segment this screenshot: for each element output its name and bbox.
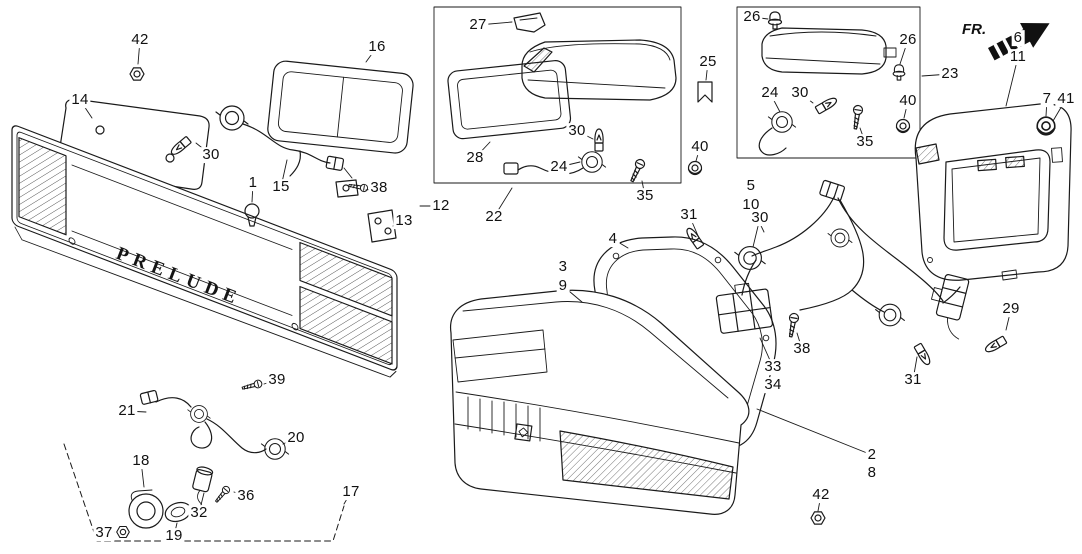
leader-line-11 [1005,56,1019,107]
part-number-5: 5 [744,177,758,195]
part-number-40: 40 [689,138,711,156]
part-number-38: 38 [368,179,390,197]
gasket-16 [267,60,414,154]
leader-line-2 [756,408,873,456]
harness-connector-15 [325,155,345,171]
part-number-27: 27 [467,16,489,34]
part-number-2: 2 [865,446,879,464]
part-number-41: 41 [1055,90,1077,108]
part-number-22: 22 [483,208,505,226]
stoplight-assembly-box-22 [433,6,682,184]
bracket-38-garnish [335,179,369,198]
license-lens-housing-18 [128,489,164,529]
part-number-14: 14 [69,91,91,109]
part-number-35: 35 [634,187,656,205]
part-number-30: 30 [200,146,222,164]
part-number-28: 28 [464,149,486,167]
part-number-24: 24 [548,158,570,176]
part-number-21: 21 [116,402,138,420]
clip-25 [697,81,713,103]
harness-connector-top [819,179,846,202]
part-number-6: 6 [1011,29,1025,47]
license-light-harness-20-21 [139,389,290,460]
part-number-38: 38 [791,340,813,358]
stoplight-housing-b [761,27,897,75]
bracket-27 [513,12,546,33]
part-number-36: 36 [235,487,257,505]
assembly-boundary-17 [63,443,345,542]
part-number-16: 16 [366,38,388,56]
fr-label: FR. [962,21,986,38]
part-number-31: 31 [902,371,924,389]
socket-24-b [758,111,797,156]
stoplight-assembly-box-23 [736,6,921,159]
part-number-9: 9 [556,277,570,295]
wire-harness-5-10 [683,179,970,367]
part-number-19: 19 [163,527,185,545]
part-number-30: 30 [789,84,811,102]
part-number-24: 24 [759,84,781,102]
gasket-28 [447,60,572,140]
part-number-10: 10 [740,196,762,214]
connector-right [931,274,970,340]
part-number-34: 34 [762,376,784,394]
license-connector [139,389,159,405]
stoplight-housing-a [521,39,677,101]
part-number-20: 20 [285,429,307,447]
stay-13 [367,209,397,243]
rear-panel-6-11 [914,103,1072,281]
part-number-7: 7 [1040,90,1054,108]
part-number-42: 42 [810,486,832,504]
part-number-4: 4 [606,230,620,248]
part-number-17: 17 [340,483,362,501]
part-number-18: 18 [130,452,152,470]
part-number-1: 1 [246,174,260,192]
part-number-35: 35 [854,133,876,151]
part-number-8: 8 [865,464,879,482]
taillight-garnish [11,125,398,378]
part-number-30: 30 [566,122,588,140]
part-number-31: 31 [678,206,700,224]
part-number-42: 42 [129,31,151,49]
part-number-25: 25 [697,53,719,71]
part-number-3: 3 [556,258,570,276]
license-socket-32 [192,466,214,505]
part-number-11: 11 [1007,48,1029,66]
part-number-39: 39 [266,371,288,389]
socket-24-a [503,128,607,175]
part-number-26: 26 [897,31,919,49]
part-number-13: 13 [393,212,415,230]
part-number-23: 23 [939,65,961,83]
part-number-15: 15 [270,178,292,196]
taillight-lens-3-9 [450,289,750,515]
part-number-32: 32 [188,504,210,522]
socket-harness-15 [168,105,353,179]
lens-emblem [514,423,533,442]
bulb-socket-1 [244,203,260,227]
part-number-30: 30 [749,209,771,227]
connector-33-34 [715,282,773,334]
part-number-29: 29 [1000,300,1022,318]
part-number-33: 33 [762,358,784,376]
part-number-26: 26 [741,8,763,26]
part-number-37: 37 [93,524,115,542]
part-number-12: 12 [430,197,452,215]
part-number-40: 40 [897,92,919,110]
